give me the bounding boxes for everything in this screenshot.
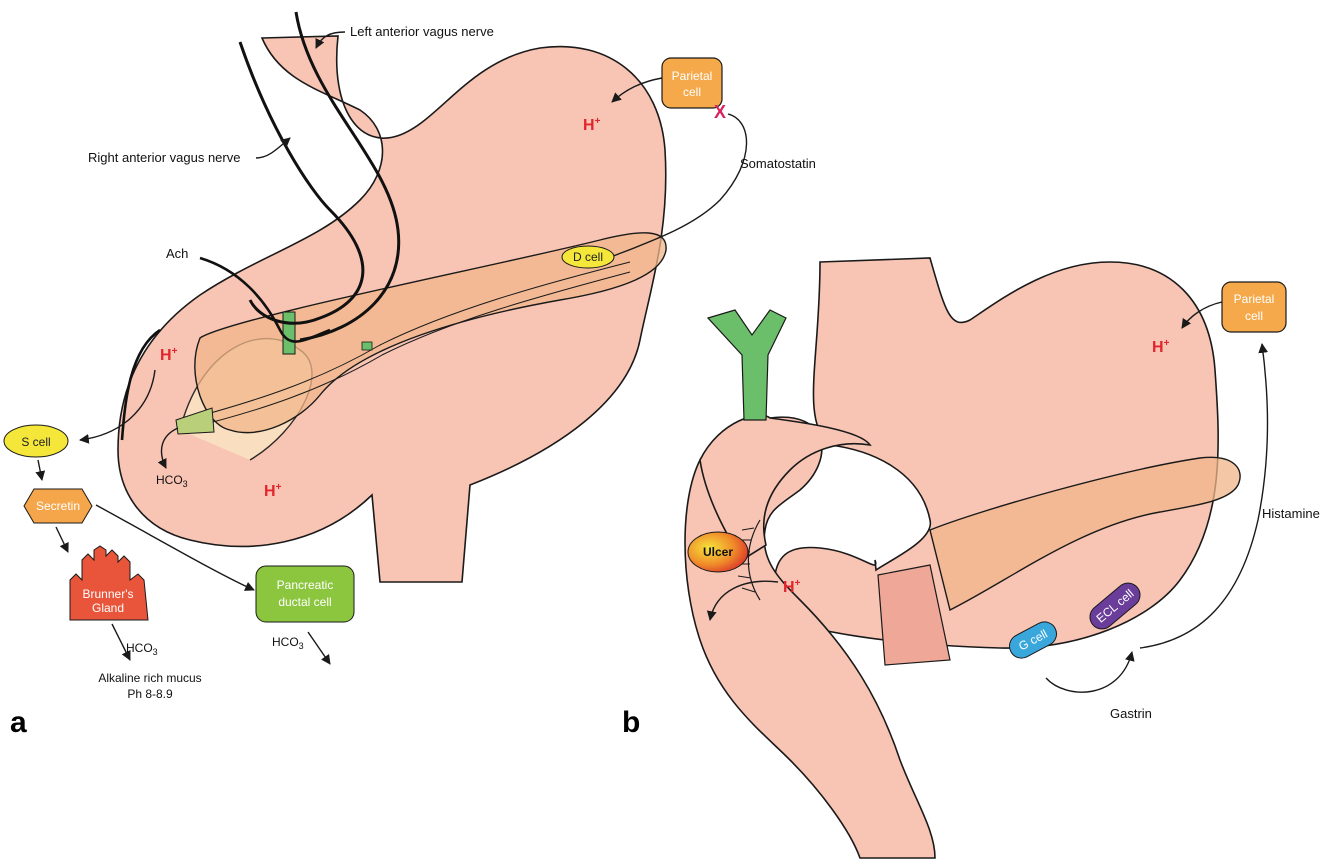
panel-b: Parietal cell H+ Ulcer H+ G cell ECL cel… xyxy=(622,258,1320,858)
mucus-line1: Alkaline rich mucus xyxy=(98,671,201,685)
somatostatin-label: Somatostatin xyxy=(740,156,816,171)
pancreatic-cell-line1: Pancreatic xyxy=(277,578,334,592)
pancreatic-ductal-cell xyxy=(256,566,354,622)
s-cell-label: S cell xyxy=(21,435,50,449)
panel-a: Left anterior vagus nerve Right anterior… xyxy=(4,12,816,739)
ulcer-label: Ulcer xyxy=(703,545,733,559)
bile-duct-a xyxy=(283,312,295,354)
parietal-cell-a-line1: Parietal xyxy=(672,69,713,83)
parietal-cell-b-line1: Parietal xyxy=(1234,292,1275,306)
pancreatic-cell-line2: ductal cell xyxy=(278,595,331,609)
stomach-b xyxy=(774,258,1218,648)
inhibit-mark: X xyxy=(714,102,726,122)
secretin-label: Secretin xyxy=(36,499,80,513)
brunners-gland-line1: Brunner's xyxy=(83,587,134,601)
bile-duct-b xyxy=(708,310,786,420)
parietal-cell-b xyxy=(1222,282,1286,332)
left-vagus-label: Left anterior vagus nerve xyxy=(350,24,494,39)
parietal-cell-a xyxy=(662,58,722,108)
parietal-cell-b-line2: cell xyxy=(1245,309,1263,323)
parietal-cell-a-line2: cell xyxy=(683,85,701,99)
hco3-pancreas: HCO3 xyxy=(272,635,304,651)
panel-b-label: b xyxy=(622,706,640,739)
brunners-gland-line2: Gland xyxy=(92,601,124,615)
panel-a-label: a xyxy=(10,706,27,739)
hco3-brunner: HCO3 xyxy=(126,641,158,657)
ach-label: Ach xyxy=(166,246,188,261)
right-vagus-label: Right anterior vagus nerve xyxy=(88,150,240,165)
gastrin-label: Gastrin xyxy=(1110,706,1152,721)
mucus-line2: Ph 8-8.9 xyxy=(127,687,173,701)
histamine-label: Histamine xyxy=(1262,506,1320,521)
d-cell-label: D cell xyxy=(573,250,603,264)
